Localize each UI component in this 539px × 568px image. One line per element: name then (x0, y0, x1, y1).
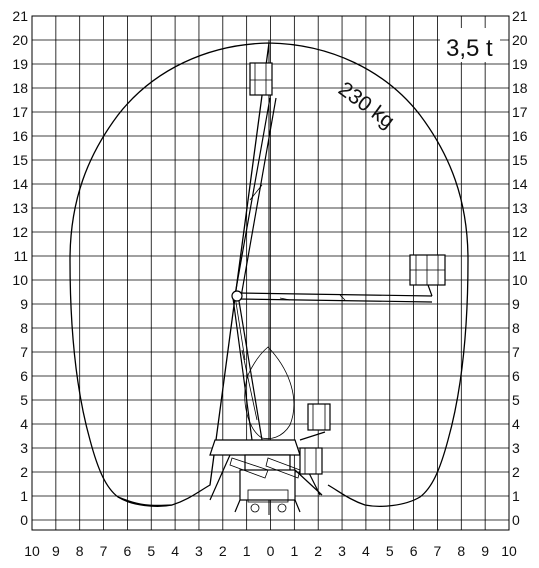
left-height-tick-label: 11 (13, 248, 28, 264)
reach-tick-label: 1 (243, 543, 251, 559)
upper-boom-horizontal (237, 292, 433, 303)
reach-tick-label: 5 (386, 543, 394, 559)
reach-tick-label: 2 (219, 543, 227, 559)
reach-tick-label: 4 (171, 543, 179, 559)
right-height-tick-label: 12 (512, 224, 528, 240)
right-height-tick-label: 11 (512, 248, 527, 264)
reach-tick-label: 0 (267, 543, 275, 559)
reach-tick-label: 9 (481, 543, 489, 559)
reach-tick-label: 10 (24, 543, 40, 559)
basket-low-position (299, 403, 331, 441)
right-height-tick-label: 10 (512, 272, 528, 288)
left-height-tick-label: 4 (20, 416, 28, 432)
reach-tick-label: 9 (52, 543, 60, 559)
envelope-base-left (117, 496, 173, 507)
right-height-tick-label: 15 (512, 152, 528, 168)
reach-tick-label: 6 (124, 543, 132, 559)
right-height-tick-label: 16 (512, 128, 528, 144)
right-height-tick-label: 0 (512, 512, 520, 528)
grid-border (31, 15, 510, 531)
reach-tick-label: 2 (314, 543, 322, 559)
right-height-tick-label: 18 (512, 80, 528, 96)
right-height-tick-label: 7 (512, 344, 520, 360)
left-height-tick-label: 13 (12, 200, 28, 216)
left-height-tick-label: 5 (20, 392, 28, 408)
left-height-tick-label: 3 (20, 440, 28, 456)
machine-chassis (209, 439, 321, 513)
right-height-tick-label: 8 (512, 320, 520, 336)
left-height-tick-label: 6 (20, 368, 28, 384)
reach-tick-label: 3 (338, 543, 346, 559)
upper-boom-vertical (234, 97, 277, 298)
reach-tick-label: 3 (195, 543, 203, 559)
left-height-tick-label: 15 (12, 152, 28, 168)
right-height-tick-label: 9 (512, 296, 520, 312)
reach-tick-label: 10 (501, 543, 517, 559)
lower-boom (232, 294, 263, 441)
reach-tick-label: 7 (434, 543, 442, 559)
left-height-tick-label: 14 (12, 176, 28, 192)
reach-tick-label: 5 (147, 543, 155, 559)
left-height-tick-label: 8 (20, 320, 28, 336)
reach-tick-label: 4 (362, 543, 370, 559)
right-height-tick-label: 20 (512, 32, 528, 48)
right-height-tick-label: 13 (512, 200, 528, 216)
right-height-tick-label: 21 (512, 8, 528, 24)
left-height-tick-label: 1 (20, 488, 28, 504)
right-height-tick-label: 19 (512, 56, 528, 72)
right-height-tick-label: 2 (512, 464, 520, 480)
reach-tick-label: 1 (290, 543, 298, 559)
left-height-tick-label: 0 (20, 512, 28, 528)
weight-label-box (440, 28, 500, 62)
basket-top-position (249, 62, 273, 96)
stowed-basket-right (294, 447, 323, 496)
reach-tick-label: 8 (457, 543, 465, 559)
left-height-tick-label: 17 (12, 104, 28, 120)
reach-tick-label: 7 (100, 543, 108, 559)
reach-tick-label: 8 (76, 543, 84, 559)
right-height-tick-label: 4 (512, 416, 520, 432)
boom-pivot (231, 290, 243, 302)
reach-tick-label: 6 (410, 543, 418, 559)
basket-right-position (409, 254, 446, 297)
working-envelope (69, 42, 469, 507)
left-height-tick-label: 20 (12, 32, 28, 48)
right-height-tick-label: 5 (512, 392, 520, 408)
weight-rating-label: 3,5 t (446, 35, 493, 62)
right-height-tick-label: 1 (512, 488, 520, 504)
left-height-tick-label: 21 (12, 8, 28, 24)
left-height-tick-label: 12 (12, 224, 28, 240)
right-height-tick-label: 14 (512, 176, 528, 192)
left-height-tick-label: 10 (12, 272, 28, 288)
right-height-tick-label: 17 (512, 104, 528, 120)
left-height-tick-label: 9 (20, 296, 28, 312)
left-height-tick-label: 16 (12, 128, 28, 144)
left-height-tick-label: 19 (12, 56, 28, 72)
left-height-tick-label: 18 (12, 80, 28, 96)
left-height-tick-label: 7 (20, 344, 28, 360)
left-height-tick-label: 2 (20, 464, 28, 480)
right-height-tick-label: 3 (512, 440, 520, 456)
capacity-label: 230 kg (334, 77, 399, 133)
right-height-tick-label: 6 (512, 368, 520, 384)
